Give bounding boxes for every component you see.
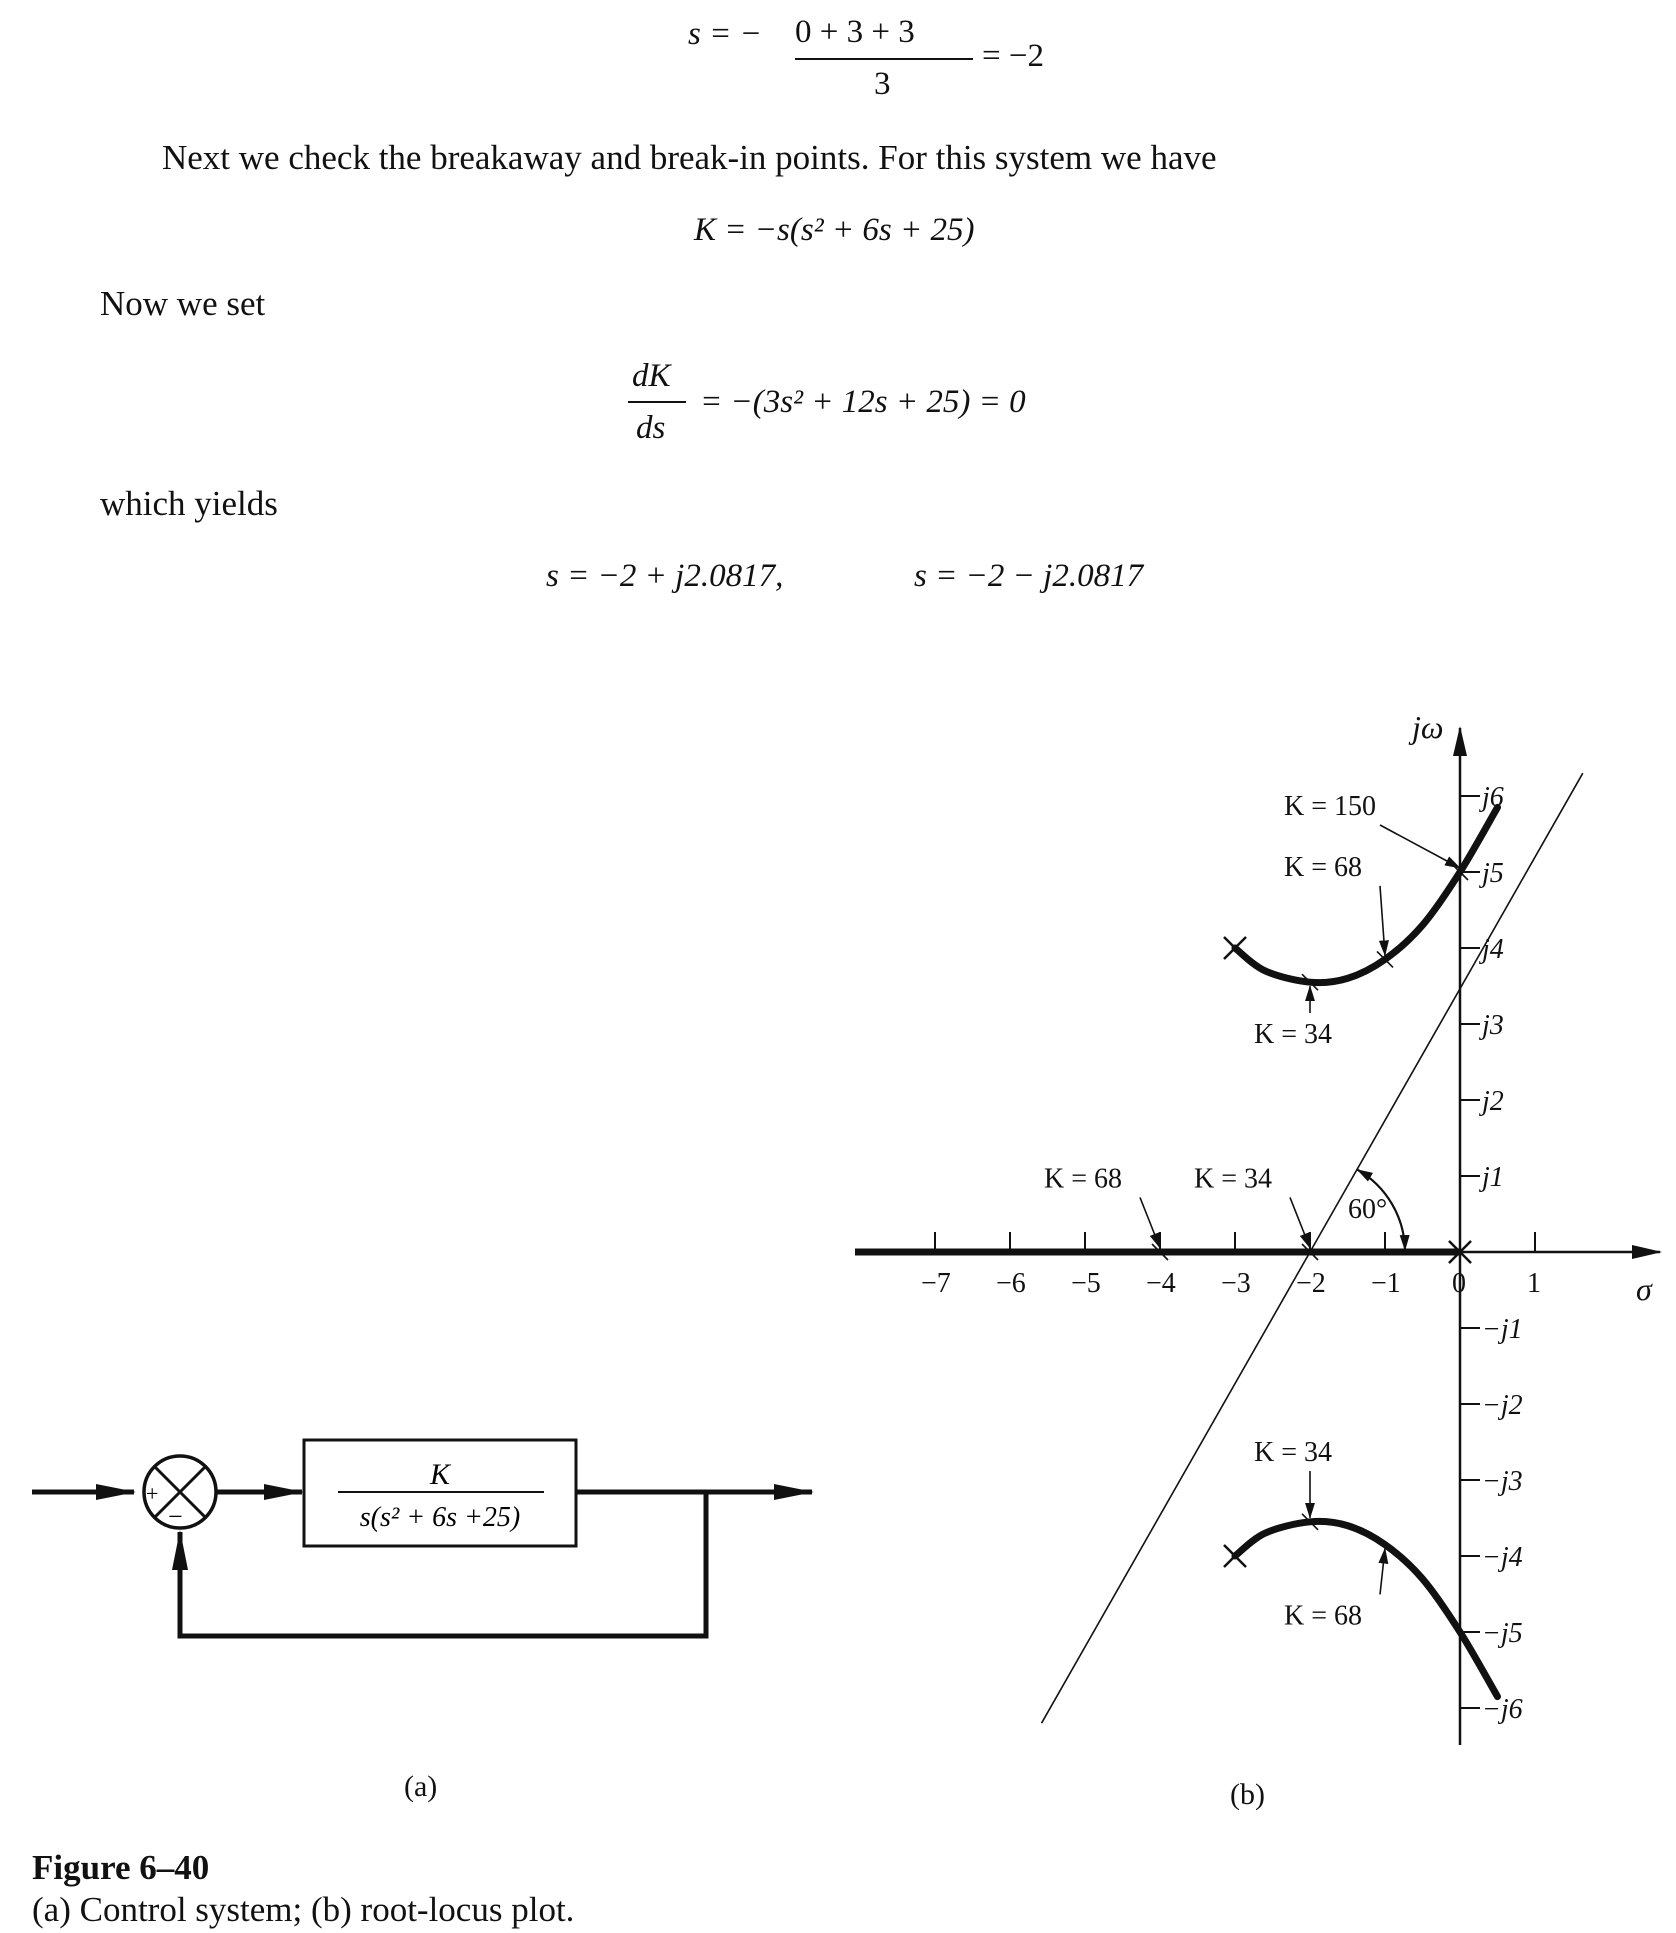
figure-caption: (a) Control system; (b) root-locus plot.: [32, 1890, 575, 1929]
pole-marker: [1448, 1240, 1472, 1264]
x-tick-label: −2: [1296, 1268, 1326, 1299]
annotation-leader: [1139, 1197, 1161, 1249]
annotation-tick: [1451, 863, 1469, 881]
eq4-right-root: s = −2 − j2.0817: [914, 558, 1144, 594]
figure-part-b-label: (b): [1230, 1778, 1265, 1811]
y-tick-label: −j5: [1482, 1618, 1523, 1649]
annotation-leader: [1378, 1547, 1389, 1595]
x-tick-label: −7: [921, 1268, 951, 1299]
figure-part-a-label: (a): [404, 1770, 438, 1803]
gain-annotation: K = 34: [1254, 1437, 1332, 1468]
asymptote-upper: [1309, 772, 1584, 1253]
y-tick-label: j1: [1479, 1162, 1504, 1193]
gain-annotation: K = 34: [1194, 1163, 1272, 1194]
eq1-fraction-bar: [795, 58, 973, 60]
x-tick-label: −5: [1071, 1268, 1101, 1299]
y-tick-label: −j3: [1482, 1466, 1523, 1497]
x-tick-label: −6: [996, 1268, 1026, 1299]
eq1-numerator: 0 + 3 + 3: [795, 14, 915, 50]
annotation-tick: [1301, 973, 1319, 991]
annotation-tick: [1301, 1513, 1319, 1531]
summing-minus-sign: −: [168, 1502, 183, 1531]
gain-annotation: K = 150: [1284, 791, 1376, 822]
x-tick-label: 1: [1527, 1268, 1541, 1299]
annotation-leader: [1379, 824, 1461, 869]
x-tick-label: −3: [1221, 1268, 1251, 1299]
annotation-tick: [1151, 1243, 1169, 1261]
x-tick-label: −1: [1371, 1268, 1401, 1299]
gain-annotation: K = 34: [1254, 1019, 1332, 1050]
y-tick-label: −j6: [1482, 1694, 1523, 1725]
annotation-tick: [1376, 1536, 1394, 1554]
y-tick-label: j2: [1479, 1086, 1504, 1117]
y-tick-label: −j1: [1482, 1314, 1523, 1345]
pole-marker: [1223, 936, 1247, 960]
annotation-tick: [1301, 1243, 1319, 1261]
eq1-rhs: = −2: [982, 38, 1044, 74]
y-tick-label: j5: [1479, 858, 1504, 889]
eq1-lhs: s = −: [688, 16, 762, 52]
annotation-leader: [1378, 885, 1389, 957]
eq1-denominator: 3: [874, 66, 891, 102]
eq2-gain-equation: K = −s(s² + 6s + 25): [694, 212, 975, 248]
y-tick-label: −j4: [1482, 1542, 1523, 1573]
x-tick-label: 0: [1452, 1268, 1466, 1299]
angle-arc-return: [1356, 1168, 1410, 1251]
paragraph-now-we-set: Now we set: [100, 284, 266, 323]
locus-branch-upper: [1231, 803, 1501, 987]
gain-annotation: K = 68: [1284, 1600, 1362, 1631]
eq3-numerator: dK: [632, 358, 671, 394]
paragraph-which-yields: which yields: [100, 484, 278, 523]
y-tick-label: −j2: [1482, 1390, 1523, 1421]
y-tick-label: j3: [1479, 1010, 1504, 1041]
jw-axis-label: jω: [1408, 709, 1443, 745]
block-diagram: + − K s(s² + 6s +25): [32, 1438, 814, 1639]
gain-annotation: K = 68: [1284, 852, 1362, 883]
asymptote-lower: [1040, 1251, 1311, 1724]
pole-marker: [1223, 1544, 1247, 1568]
gain-annotation: K = 68: [1044, 1163, 1122, 1194]
eq3-rhs: = −(3s² + 12s + 25) = 0: [700, 384, 1026, 420]
angle-label: 60°: [1348, 1194, 1387, 1225]
locus-branch-lower: [1231, 1517, 1501, 1701]
eq4-left-root: s = −2 + j2.0817,: [546, 558, 784, 594]
feedback-path: [172, 1492, 709, 1639]
x-tick-label: −4: [1146, 1268, 1176, 1299]
paragraph-breakaway: Next we check the breakaway and break-in…: [162, 138, 1217, 177]
sigma-axis-label: σ: [1636, 1271, 1653, 1307]
annotation-leader: [1289, 1197, 1311, 1249]
figure-number: Figure 6–40: [32, 1848, 210, 1887]
tf-denominator: s(s² + 6s +25): [360, 1502, 521, 1533]
annotation-tick: [1376, 950, 1394, 968]
eq3-fraction-bar: [628, 401, 686, 403]
summing-plus-sign: +: [146, 1481, 158, 1506]
eq3-denominator: ds: [636, 410, 666, 446]
tf-numerator: K: [429, 1458, 452, 1491]
